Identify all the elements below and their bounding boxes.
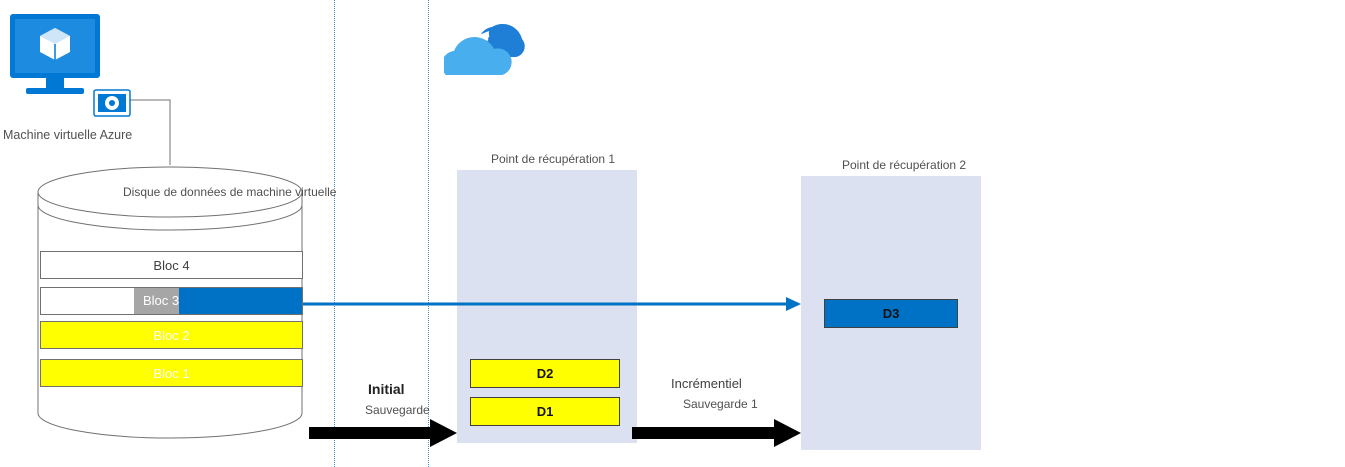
disk-block-2-label: Bloc 2 [153, 328, 190, 343]
disk-block-1-label: Bloc 1 [153, 366, 190, 381]
disk-block-3: Bloc 3 [40, 287, 303, 315]
disk-cylinder-ring [37, 204, 303, 231]
separator-line-right [428, 0, 429, 467]
disk-block-4: Bloc 4 [40, 251, 303, 279]
disk-block-1: Bloc 1 [40, 359, 303, 387]
disk-block-3-label: Bloc 3 [143, 293, 180, 308]
disk-block-4-label: Bloc 4 [153, 258, 190, 273]
recovery-item-d3-label: D3 [882, 306, 900, 321]
recovery-item-d3: D3 [824, 299, 958, 328]
disk-block-3-blue-segment [179, 288, 302, 314]
recovery-item-d2: D2 [470, 359, 620, 388]
azure-backup-cloud-icon [444, 13, 526, 83]
initial-backup-subtitle: Sauvegarde [365, 403, 430, 417]
recovery-point-2-label: Point de récupération 2 [842, 158, 967, 172]
initial-backup-arrow-head [430, 419, 457, 447]
separator-line-left [334, 0, 335, 467]
incremental-backup-arrow-head [774, 419, 801, 447]
recovery-item-d1-label: D1 [536, 404, 554, 419]
recovery-item-d1: D1 [470, 397, 620, 426]
recovery-item-d2-label: D2 [536, 366, 554, 381]
incremental-backup-title: Incrémentiel [671, 376, 742, 391]
changed-block-arrow-head [786, 297, 801, 311]
vm-disk-connector [130, 99, 171, 165]
disk-label: Disque de données de machine virtuelle [123, 185, 337, 199]
vm-label: Machine virtuelle Azure [3, 128, 133, 142]
azure-vm-icon [10, 12, 134, 120]
disk-block-2: Bloc 2 [40, 321, 303, 349]
recovery-point-1-label: Point de récupération 1 [491, 152, 616, 166]
incremental-backup-subtitle: Sauvegarde 1 [683, 397, 758, 411]
disk-cylinder-body [37, 192, 303, 439]
disk-block-3-gray-segment [134, 288, 179, 314]
initial-backup-title: Initial [368, 381, 405, 397]
disk-cylinder-top [37, 166, 303, 218]
